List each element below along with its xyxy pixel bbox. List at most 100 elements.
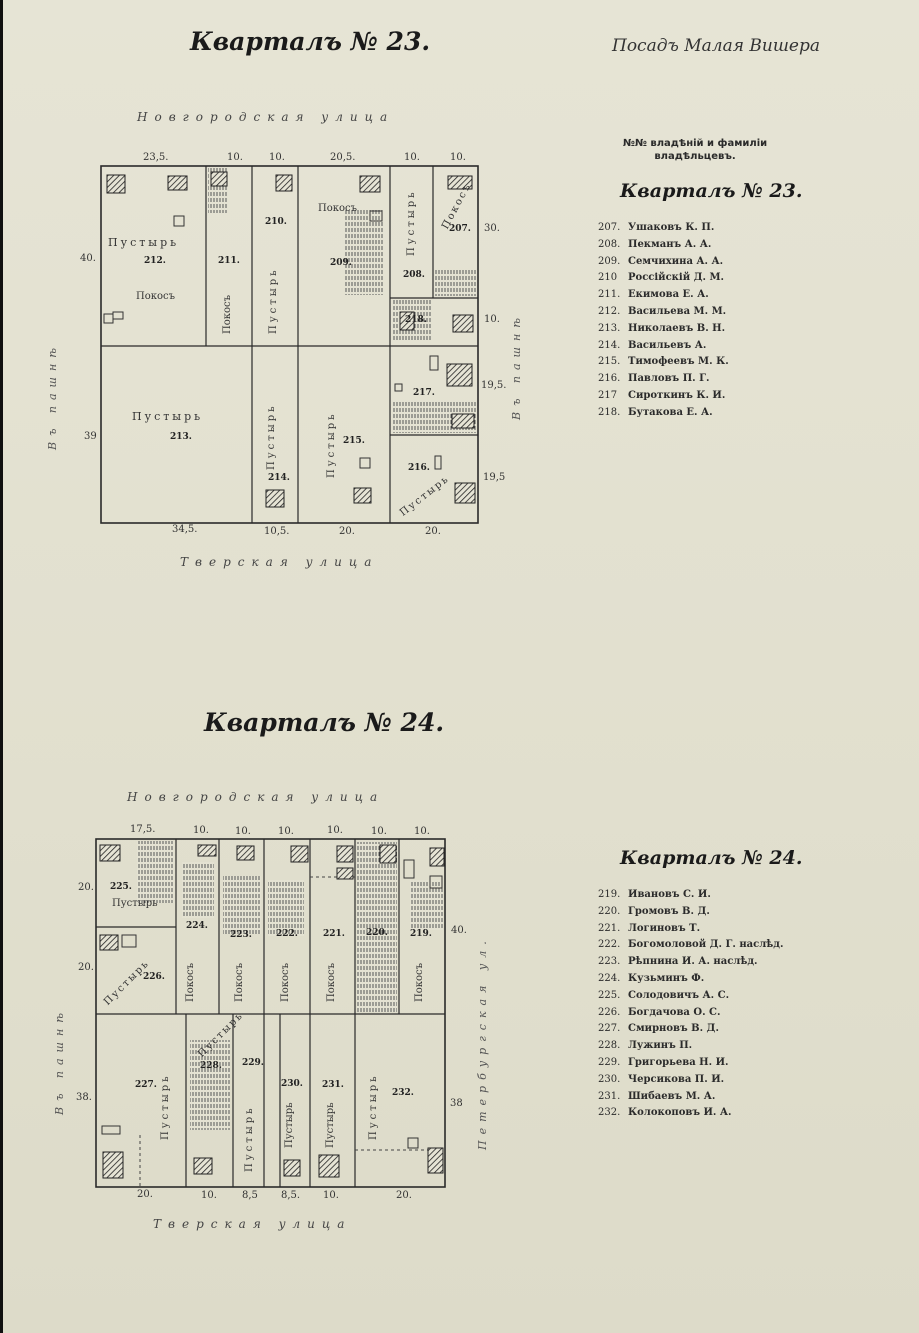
- lot-number-210: 210.: [265, 217, 287, 227]
- lot-number: 209.: [598, 255, 621, 267]
- building-marker: [336, 845, 354, 863]
- measure-top: 10.: [227, 152, 243, 163]
- owner-name: Шибаевъ М. А.: [628, 1090, 716, 1102]
- lot-number-219: 219.: [410, 929, 432, 939]
- legend-q24-title: Кварталъ № 24.: [620, 847, 803, 869]
- quarter-24-title: Кварталъ № 24.: [204, 708, 445, 737]
- lot-number: 215.: [598, 356, 621, 368]
- garden-texture: [223, 876, 261, 934]
- owner-name: Богомоловой Д. Г. наслѣд.: [628, 939, 784, 951]
- garden-texture: [357, 842, 397, 1012]
- outbuilding-marker: [429, 355, 439, 371]
- owner-entry: 211. Екимова Е. А.: [598, 287, 729, 304]
- owner-name: Логиновъ Т.: [628, 922, 701, 934]
- measure-top: 23,5.: [143, 152, 169, 163]
- owner-entry: 215.Тимофеевъ М. К.: [598, 354, 729, 371]
- lot-number-209: 209.: [330, 258, 352, 268]
- lot-number-208: 208.: [403, 270, 425, 280]
- measure-top: 10.: [327, 825, 343, 836]
- owner-name: Колокоповъ И. А.: [628, 1107, 732, 1119]
- building-marker: [452, 314, 474, 333]
- owner-entry: 208.Пекманъ А. А.: [598, 237, 729, 254]
- lot-number: 212.: [598, 305, 621, 317]
- lot-number-216: 216.: [408, 463, 430, 473]
- measure-right: 30.: [484, 223, 500, 234]
- lot-number-224: 224.: [186, 921, 208, 931]
- binding-edge: [0, 0, 3, 1333]
- lot-number-214: 214.: [268, 473, 290, 483]
- lot-number-218: 218.: [405, 315, 427, 325]
- lot-number-231: 231.: [322, 1080, 344, 1090]
- measure-bottom: 20.: [425, 526, 441, 537]
- owner-entry: 207.Ушаковъ К. П.: [598, 220, 729, 237]
- owner-name: Екимова Е. А.: [628, 289, 709, 301]
- owner-entry: 232.Колокоповъ И. А.: [598, 1105, 783, 1122]
- garden-texture: [137, 841, 174, 903]
- owner-entry: 212. Васильева М. М.: [598, 304, 729, 321]
- lot-number: 225.: [598, 989, 621, 1001]
- measure-left: 20.: [78, 962, 94, 973]
- measure-bottom: 10.: [323, 1190, 339, 1201]
- street-novgorodskaya-24: Новгородская улица: [127, 790, 385, 804]
- label-pokos: Покосъ: [326, 963, 337, 1002]
- measure-right: 10.: [484, 314, 500, 325]
- lot-number-222: 222.: [276, 929, 298, 939]
- lot-number-232: 232.: [392, 1088, 414, 1098]
- measure-right: 19,5.: [481, 380, 507, 391]
- owner-name: Россійскій Д. М.: [628, 272, 724, 284]
- lot-number: 220.: [598, 905, 621, 917]
- label-pustyr: Пустырь: [132, 410, 204, 423]
- garden-texture: [345, 210, 383, 295]
- label-pustyr: Пустырь: [112, 898, 158, 909]
- outbuilding-marker: [101, 1125, 121, 1135]
- measure-bottom: 20.: [339, 526, 355, 537]
- lot-number: 208.: [598, 238, 621, 250]
- building-marker: [102, 1151, 124, 1179]
- owner-entry: 219.Ивановъ С. И.: [598, 887, 783, 904]
- owner-entry: 221.Логиновъ Т.: [598, 921, 783, 938]
- owner-name: Григорьева Н. И.: [628, 1056, 729, 1068]
- outbuilding-marker: [429, 875, 443, 889]
- label-pustyr: Пустырь: [325, 1102, 336, 1148]
- outbuilding-marker: [359, 457, 371, 469]
- building-marker: [429, 847, 445, 867]
- owner-entry: 213.Николаевъ В. Н.: [598, 321, 729, 338]
- owner-name: Черсикова П. И.: [628, 1073, 725, 1085]
- lot-number: 211.: [598, 289, 621, 301]
- measure-bottom: 10,5.: [264, 526, 290, 537]
- owner-name: Павловъ П. Г.: [628, 373, 710, 385]
- building-marker: [99, 844, 121, 862]
- owner-entry: 214.Васильевъ А.: [598, 338, 729, 355]
- owner-name: Васильевъ А.: [628, 339, 707, 351]
- lot-number: 216.: [598, 373, 621, 385]
- label-pokos: Покосъ: [234, 963, 245, 1002]
- owner-name: Смирновъ В. Д.: [628, 1023, 719, 1035]
- building-marker: [283, 1159, 301, 1177]
- building-marker: [290, 845, 309, 863]
- owner-name: Богдачова О. С.: [628, 1006, 721, 1018]
- owner-entry: 229.Григорьева Н. И.: [598, 1055, 783, 1072]
- label-pokos: Покосъ: [185, 963, 196, 1002]
- lot-number: 207.: [598, 222, 621, 233]
- measure-left: 20.: [78, 882, 94, 893]
- label-pokos: Покосъ: [318, 203, 357, 214]
- owner-name: Васильева М. М.: [628, 305, 727, 317]
- owner-entry: 231.Шибаевъ М. А.: [598, 1089, 783, 1106]
- building-marker: [379, 844, 397, 864]
- lot-number-207: 207.: [449, 224, 471, 234]
- lot-number-217: 217.: [413, 388, 435, 398]
- building-marker: [275, 174, 293, 192]
- lot-number-223: 223.: [230, 930, 252, 940]
- measure-top: 10.: [371, 826, 387, 837]
- owner-entry: 220.Громовъ В. Д.: [598, 904, 783, 921]
- measure-bottom: 10.: [201, 1190, 217, 1201]
- lot-number: 219.: [598, 889, 621, 900]
- outbuilding-marker: [407, 1137, 419, 1149]
- owner-entry: 230.Черсикова П. И.: [598, 1072, 783, 1089]
- lot-number-220: 220.: [366, 928, 388, 938]
- legend-heading-line1: №№ владѣній и фамиліи: [622, 138, 768, 149]
- building-marker: [99, 934, 119, 951]
- outbuilding-marker: [403, 859, 415, 879]
- quarter-23-title: Кварталъ № 23.: [190, 27, 431, 56]
